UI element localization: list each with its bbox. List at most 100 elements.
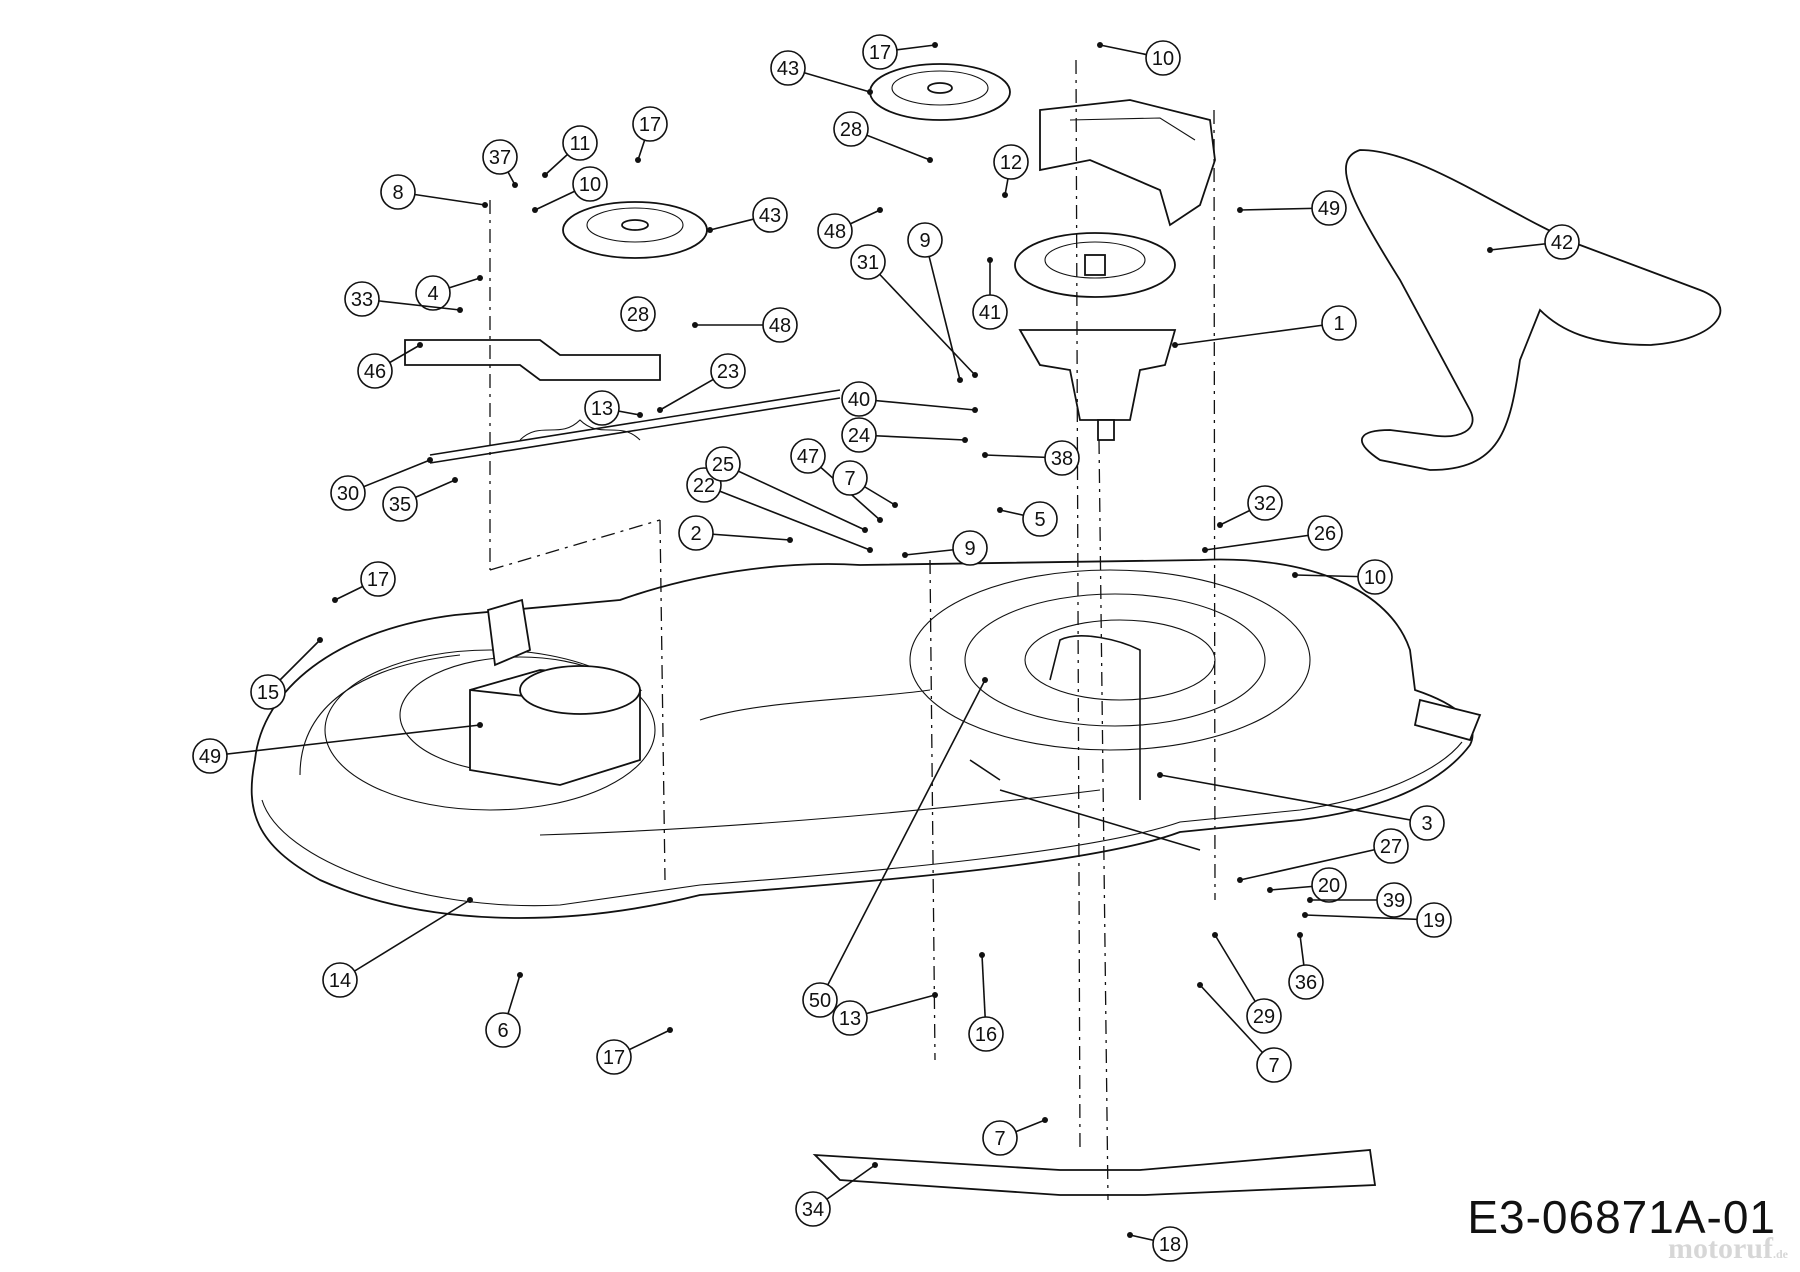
leader-tip: [482, 202, 488, 208]
callout-number: 1: [1333, 313, 1344, 335]
callout-circle: [415, 275, 451, 311]
callout-number: 19: [1423, 910, 1445, 932]
callout-circle: [1022, 501, 1058, 537]
callout-5: 5: [997, 501, 1058, 537]
callout-number: 48: [769, 315, 791, 337]
leader-tip: [667, 1027, 673, 1033]
callout-1: 1: [1172, 305, 1357, 348]
callout-circle: [1044, 440, 1080, 476]
callout-circle: [1247, 485, 1283, 521]
blade: [812, 1149, 1377, 1196]
callout-2: 2: [678, 515, 793, 551]
callout-18: 18: [1127, 1226, 1188, 1262]
callout-11: 11: [542, 125, 598, 178]
callout-number: 18: [1159, 1234, 1181, 1256]
callout-circle: [620, 296, 656, 332]
callout-number: 17: [639, 114, 661, 136]
callout-number: 17: [603, 1047, 625, 1069]
leader-tip: [867, 89, 873, 95]
leader-tip: [1237, 877, 1243, 883]
callout-circle: [678, 515, 714, 551]
callout-number: 5: [1034, 509, 1045, 531]
callout-number: 42: [1551, 232, 1573, 254]
watermark-logo: motoruf.de: [1668, 1232, 1788, 1265]
callout-circle: [993, 144, 1029, 180]
callout-15: 15: [250, 637, 323, 710]
callout-number: 48: [824, 221, 846, 243]
callout-number: 43: [759, 205, 781, 227]
callout-7: 7: [982, 1117, 1048, 1156]
leader-tip: [477, 275, 483, 281]
leader-tip: [467, 897, 473, 903]
callout-circle: [1544, 224, 1580, 260]
callout-circle: [972, 294, 1008, 330]
callout-number: 10: [1364, 567, 1386, 589]
callout-number: 32: [1254, 493, 1276, 515]
leader-tip: [1002, 192, 1008, 198]
callout-circle: [968, 1016, 1004, 1052]
leader-tip: [932, 992, 938, 998]
callout-circle: [322, 962, 358, 998]
callout-number: 43: [777, 58, 799, 80]
leader-line: [858, 398, 976, 411]
callout-number: 17: [869, 42, 891, 64]
leader-tip: [657, 407, 663, 413]
leader-tip: [979, 952, 985, 958]
leader-tip: [417, 342, 423, 348]
callout-number: 49: [1318, 198, 1340, 220]
callout-number: 14: [329, 970, 351, 992]
leader-tip: [787, 537, 793, 543]
leader-tip: [962, 437, 968, 443]
leader-tip: [892, 502, 898, 508]
leader-tip: [982, 452, 988, 458]
callout-17: 17: [632, 106, 668, 163]
leader-tip: [957, 377, 963, 383]
idler-pulley-left: [562, 201, 708, 259]
callout-circle: [1256, 1047, 1292, 1083]
callout-36: 36: [1288, 932, 1324, 1000]
callout-number: 9: [919, 230, 930, 252]
callout-9: 9: [907, 222, 963, 383]
leader-tip: [512, 182, 518, 188]
callout-20: 20: [1267, 867, 1347, 903]
callout-35: 35: [382, 477, 458, 522]
callout-49: 49: [192, 722, 483, 774]
callout-number: 7: [1268, 1055, 1279, 1077]
callout-number: 37: [489, 147, 511, 169]
leader-line: [722, 463, 866, 531]
callout-13: 13: [832, 992, 938, 1036]
callout-41: 41: [972, 257, 1008, 330]
callout-circle: [1145, 40, 1181, 76]
callout-circle: [817, 213, 853, 249]
deck-housing: [250, 558, 1482, 919]
callout-number: 50: [809, 990, 831, 1012]
callout-33: 33: [344, 281, 463, 317]
callout-circle: [380, 174, 416, 210]
leader-line: [339, 899, 471, 981]
callout-number: 40: [848, 389, 870, 411]
callout-circle: [832, 460, 868, 496]
callout-circle: [572, 166, 608, 202]
leader-tip: [1172, 342, 1178, 348]
callout-number: 25: [712, 454, 734, 476]
callout-number: 20: [1318, 875, 1340, 897]
callout-circle: [485, 1012, 521, 1048]
callout-circle: [1409, 805, 1445, 841]
leader-line: [867, 261, 976, 376]
callout-25: 25: [705, 446, 868, 533]
callout-37: 37: [482, 139, 518, 188]
callout-17: 17: [862, 34, 938, 70]
leader-line: [1159, 774, 1428, 824]
callout-circle: [584, 390, 620, 426]
callout-47: 47: [790, 438, 883, 523]
leader-line: [819, 679, 986, 1001]
leader-tip: [1237, 207, 1243, 213]
callout-number: 39: [1383, 890, 1405, 912]
callout-circle: [1307, 515, 1343, 551]
leader-tip: [1217, 522, 1223, 528]
callout-number: 33: [351, 289, 373, 311]
callout-39: 39: [1307, 882, 1412, 918]
leader-tip: [1197, 982, 1203, 988]
callout-48: 48: [817, 207, 883, 249]
leader-tip: [707, 227, 713, 233]
